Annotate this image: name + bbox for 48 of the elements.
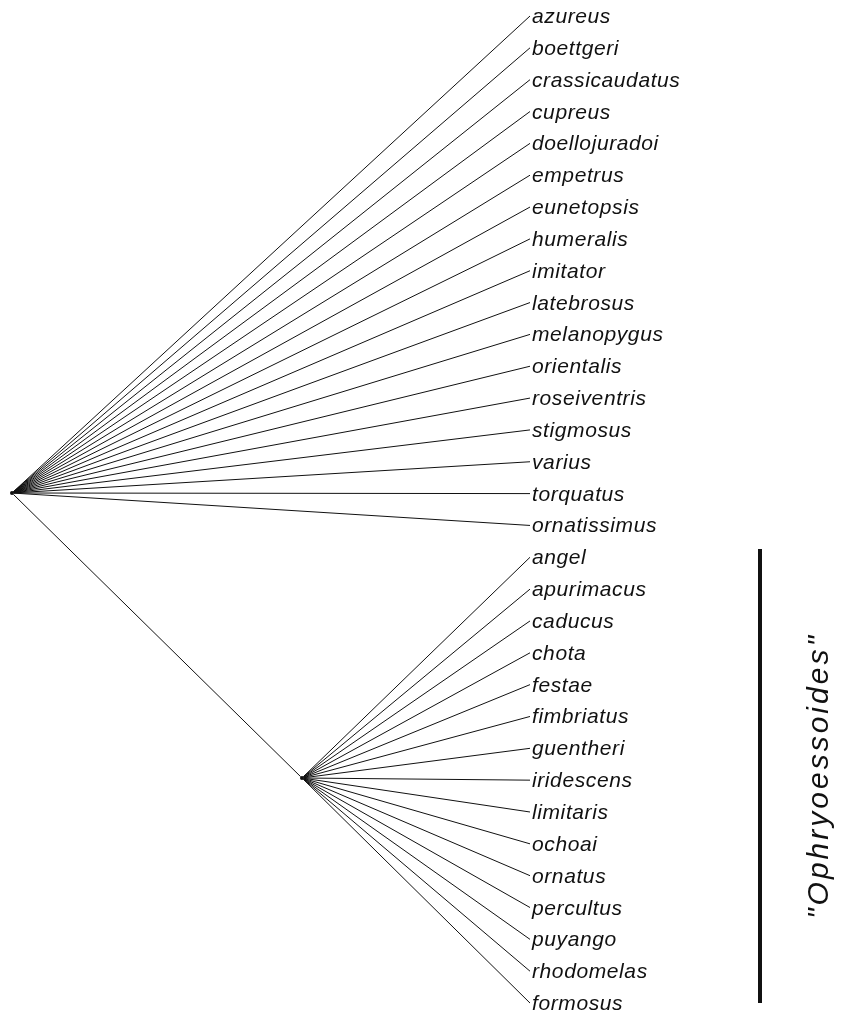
taxon-label: imitator bbox=[532, 257, 606, 284]
branch-line bbox=[303, 778, 531, 940]
branch-line bbox=[303, 652, 531, 778]
taxon-label: varius bbox=[532, 448, 592, 475]
taxon-label: doellojuradoi bbox=[532, 130, 659, 157]
taxon-label: azureus bbox=[532, 3, 611, 29]
branch-line bbox=[303, 777, 531, 813]
taxon-label: roseiventris bbox=[532, 385, 647, 412]
taxon-label: eunetopsis bbox=[532, 194, 640, 221]
clade-label: "Ophryoessoides" bbox=[801, 632, 835, 920]
taxon-label: latebrosus bbox=[532, 289, 635, 316]
taxon-label: stigmosus bbox=[532, 416, 632, 443]
branch-line bbox=[303, 684, 531, 778]
branch-line bbox=[303, 778, 531, 908]
taxon-label: cupreus bbox=[532, 98, 611, 125]
taxon-label: percultus bbox=[532, 894, 623, 921]
taxon-label: crassicaudatus bbox=[532, 66, 681, 93]
branch-line bbox=[13, 492, 531, 495]
taxon-label: chota bbox=[532, 639, 587, 666]
taxon-label: torquatus bbox=[532, 480, 625, 507]
branch-line bbox=[303, 716, 531, 778]
taxon-label: ornatissimus bbox=[532, 512, 658, 539]
taxon-label: orientalis bbox=[532, 353, 623, 380]
branch-line bbox=[12, 493, 302, 778]
taxon-label: limitaris bbox=[532, 799, 609, 825]
taxon-label: apurimacus bbox=[532, 576, 647, 603]
taxon-label: festae bbox=[532, 671, 593, 698]
taxon-label: fimbriatus bbox=[532, 703, 630, 730]
taxon-label: rhodomelas bbox=[532, 958, 648, 985]
taxon-label: melanopygus bbox=[532, 321, 664, 348]
branch-node-dot bbox=[300, 776, 304, 780]
branch-line bbox=[303, 777, 531, 781]
branch-node-dot bbox=[10, 491, 14, 495]
branch-line bbox=[303, 778, 531, 877]
taxon-label: caducus bbox=[532, 607, 615, 634]
taxon-label: guentheri bbox=[532, 735, 625, 762]
taxon-label: iridescens bbox=[532, 767, 633, 794]
branch-line bbox=[13, 492, 531, 526]
taxon-label: angel bbox=[532, 544, 587, 571]
taxon-label: formosus bbox=[532, 990, 624, 1017]
taxon-label: ochoai bbox=[532, 830, 598, 857]
taxon-label: humeralis bbox=[532, 225, 629, 252]
taxon-label: empetrus bbox=[532, 162, 625, 189]
taxon-label: ornatus bbox=[532, 862, 607, 889]
taxon-label: boettgeri bbox=[532, 34, 620, 61]
branch-line bbox=[303, 620, 531, 778]
taxon-label: puyango bbox=[532, 926, 617, 953]
branch-line bbox=[303, 778, 531, 845]
